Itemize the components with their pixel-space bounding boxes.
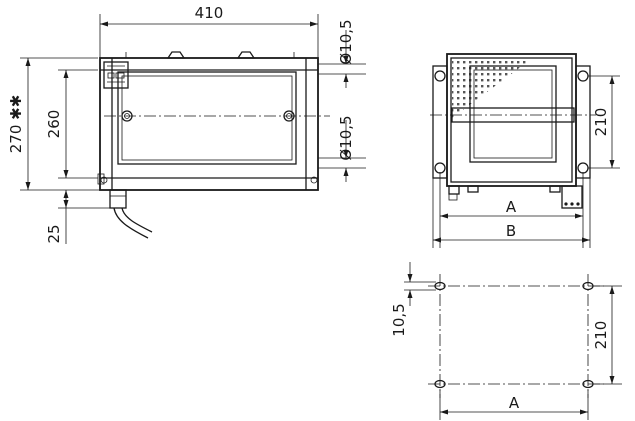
dim-hole-top: Ø10,5 [337, 19, 355, 64]
screw-right [283, 110, 295, 122]
dim-260: 260 [45, 110, 63, 139]
cable [113, 207, 149, 239]
dim-a-front: A [506, 198, 517, 216]
dim-210-holes: 210 [592, 321, 610, 350]
front-view: 210 A B [430, 53, 620, 248]
dim-a-holes: A [509, 394, 520, 412]
side-view: 410 [7, 4, 366, 244]
top-lug [236, 51, 256, 59]
dim-210-front: 210 [592, 108, 610, 137]
dim-25: 25 [45, 224, 63, 243]
mount-hole [582, 379, 594, 389]
vent-pattern [452, 60, 530, 118]
dim-hole-10-5: 10,5 [390, 303, 408, 336]
mount-rail-left [432, 65, 448, 179]
mount-hole [434, 281, 446, 291]
top-lug [166, 51, 186, 59]
dim-hole-bottom: Ø10,5 [337, 115, 355, 160]
mount-hole [434, 379, 446, 389]
cable-gland [109, 189, 127, 209]
screw-left [121, 110, 133, 122]
hole-pattern: 10,5 210 A [390, 262, 622, 420]
terminal-block [561, 185, 583, 209]
mount-rail-right [575, 65, 591, 179]
enclosure-body-front [446, 53, 577, 187]
window-frame [117, 71, 297, 165]
dim-410: 410 [195, 4, 224, 22]
mount-hole [582, 281, 594, 291]
dim-b-front: B [506, 222, 516, 240]
window-glass [121, 75, 293, 161]
nameplate [103, 61, 129, 89]
dim-270: 270 ✱✱ [7, 95, 25, 154]
enclosure-body-side [99, 57, 319, 191]
front-window [469, 65, 557, 163]
